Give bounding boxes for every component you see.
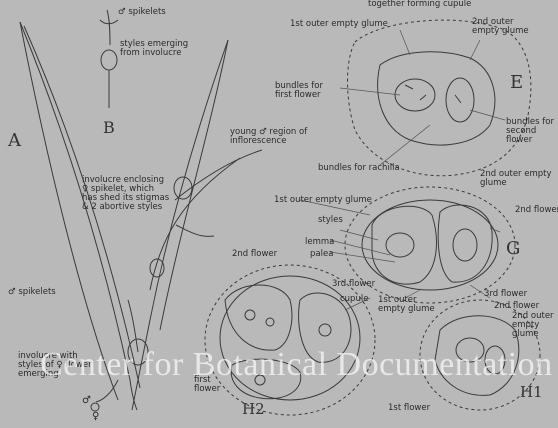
figure-b-drawing	[100, 10, 118, 108]
label-palea-g: palea	[310, 250, 333, 259]
label-2nd-flower-h1: 2nd flower	[494, 302, 539, 311]
label-2nd-outer-empty-glume-g: 2nd outer empty glume	[480, 170, 552, 188]
label-male-spikelets-top: ♂ spikelets	[118, 8, 166, 17]
label-2nd-flower-h2: 2nd flower	[232, 250, 277, 259]
label-bundles-second-flower: bundles for second flower	[506, 118, 558, 145]
label-male-spikelets-mid: ♂ spikelets	[8, 288, 56, 297]
figure-letter-b: B	[103, 118, 115, 137]
label-1st-flower-h1: 1st flower	[388, 404, 430, 413]
figure-letter-a: A	[8, 130, 21, 151]
figure-letter-h1: H1	[520, 383, 543, 401]
label-2nd-flower-g: 2nd flower	[515, 206, 558, 215]
label-3rd-flower-h1: 3rd flower	[484, 290, 527, 299]
label-female-symbol: ♀	[92, 412, 99, 421]
label-3rd-flower: 3rd flower	[332, 280, 375, 289]
figure-letter-g: G	[506, 238, 520, 259]
label-involucre-enclosing: involucre enclosing ♀ spikelet, which ha…	[82, 176, 170, 212]
label-bundles-first-flower: bundles for first flower	[275, 82, 337, 100]
label-lemma-g: lemma	[305, 238, 334, 247]
figure-e-drawing	[348, 20, 531, 176]
label-bundles-rachilla: bundles for rachilla	[318, 164, 400, 173]
label-styles-g: styles	[318, 216, 343, 225]
label-cupule: cupule	[340, 295, 368, 304]
figure-letter-h2: H2	[242, 400, 265, 418]
label-styles-emerging: styles emerging from involucre	[120, 40, 202, 58]
label-young-male-region: young ♂ region of inflorescence	[230, 128, 310, 146]
label-2nd-outer-empty-glume-h1: 2nd outer empty glume	[512, 312, 558, 339]
watermark-text: Center for Botanical Documentation	[40, 346, 553, 384]
label-1st-outer-empty-glume-h1: 1st outer empty glume	[378, 296, 436, 314]
label-together-forming-cupule: together forming cupule	[368, 0, 471, 9]
label-1st-outer-empty-glume-e: 1st outer empty glume	[290, 20, 388, 29]
label-1st-outer-empty-glume-g: 1st outer empty glume	[274, 196, 372, 205]
label-2nd-outer-empty-glume-e: 2nd outer empty glume	[472, 18, 542, 36]
figure-letter-e: E	[510, 72, 523, 93]
label-male-symbol: ♂	[82, 396, 91, 405]
